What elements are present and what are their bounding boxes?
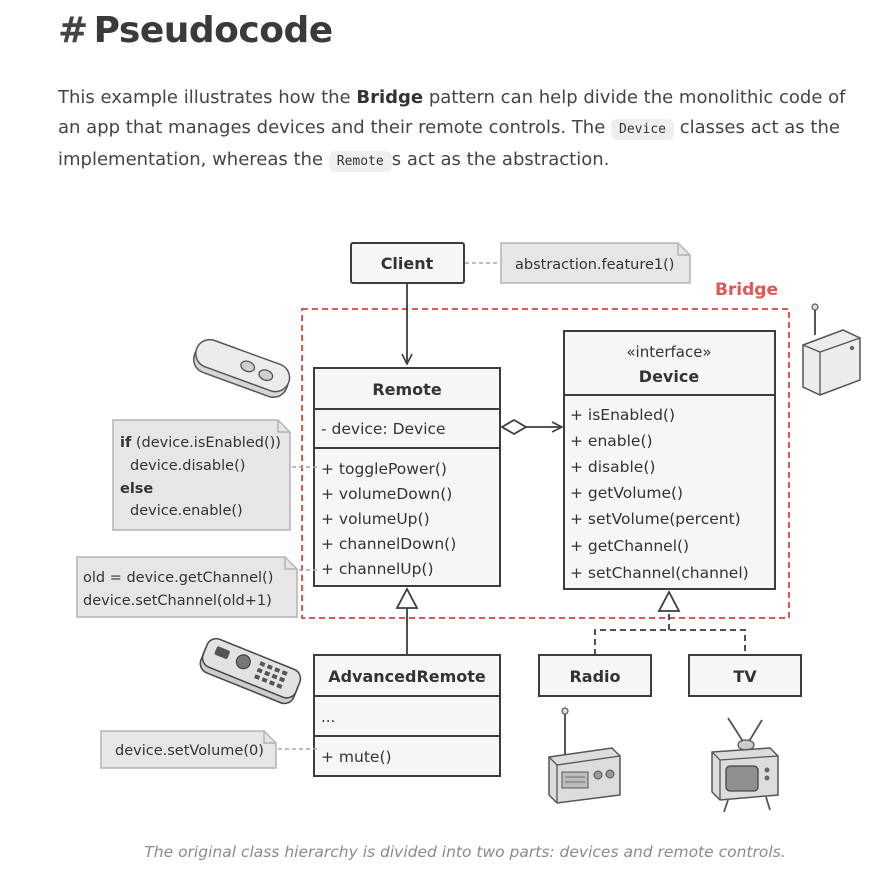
remote-method: + channelDown() bbox=[321, 535, 456, 553]
anchor-link[interactable]: # bbox=[58, 10, 88, 51]
keyword-if: if bbox=[120, 435, 132, 451]
bridge-label: Bridge bbox=[715, 280, 778, 300]
advanced-remote-title: AdvancedRemote bbox=[328, 667, 486, 686]
svg-text:if (device.isEnabled()): if (device.isEnabled()) bbox=[120, 435, 281, 451]
note-line: device.enable() bbox=[130, 503, 243, 519]
device-method: + setVolume(percent) bbox=[570, 510, 741, 528]
device-method: + disable() bbox=[570, 458, 655, 476]
device-method: + isEnabled() bbox=[570, 406, 675, 424]
client-class: Client bbox=[350, 242, 465, 284]
intro-text-1: This example illustrates how the bbox=[58, 87, 357, 108]
note-line: device.disable() bbox=[130, 458, 245, 474]
remote-method: + volumeUp() bbox=[321, 510, 430, 528]
intro-text-2: pattern can help divide the monolithic c… bbox=[58, 87, 846, 138]
advanced-remote-illustration bbox=[199, 637, 302, 705]
bridge-boundary bbox=[301, 308, 790, 619]
device-stereotype: «interface» bbox=[626, 343, 711, 361]
client-note-text: abstraction.feature1() bbox=[515, 257, 674, 273]
client-note: abstraction.feature1() bbox=[500, 242, 691, 284]
aggregation-connector bbox=[500, 418, 562, 436]
radio-class: Radio bbox=[538, 654, 652, 697]
tv-class: TV bbox=[688, 654, 802, 697]
realization-connector bbox=[594, 590, 746, 655]
intro-paragraph: This example illustrates how the Bridge … bbox=[58, 83, 868, 177]
tv-title: TV bbox=[733, 667, 757, 686]
device-box-illustration bbox=[802, 303, 861, 396]
inheritance-advanced-to-remote bbox=[395, 587, 419, 654]
note-line: device.setChannel(old+1) bbox=[83, 593, 272, 609]
channel-up-note: old = device.getChannel() device.setChan… bbox=[76, 556, 298, 618]
intro-text-4: s act as the abstraction. bbox=[391, 149, 610, 170]
toggle-power-note: if (device.isEnabled()) device.disable()… bbox=[112, 419, 291, 531]
simple-remote-illustration bbox=[192, 338, 291, 399]
note-line: old = device.getChannel() bbox=[83, 570, 273, 586]
remote-title: Remote bbox=[372, 380, 441, 399]
device-interface: «interface» Device + isEnabled() + enabl… bbox=[563, 330, 776, 590]
radio-illustration bbox=[548, 707, 621, 804]
device-method: + getChannel() bbox=[570, 537, 689, 555]
page-title-text: Pseudocode bbox=[93, 10, 333, 51]
remote-method: + channelUp() bbox=[321, 560, 434, 578]
set-volume-note: device.setVolume(0) bbox=[100, 730, 277, 769]
note-line: device.setVolume(0) bbox=[115, 743, 264, 759]
advanced-remote-method: + mute() bbox=[321, 748, 392, 766]
tv-illustration bbox=[711, 717, 779, 813]
device-title: Device bbox=[639, 367, 700, 386]
page-title: #Pseudocode bbox=[58, 10, 333, 51]
advanced-remote-class: AdvancedRemote ... + mute() bbox=[313, 654, 501, 777]
keyword-else: else bbox=[120, 481, 153, 497]
device-method: + enable() bbox=[570, 432, 653, 450]
remote-class: Remote - device: Device + togglePower() … bbox=[313, 367, 501, 587]
client-title: Client bbox=[381, 254, 434, 273]
remote-method: + volumeDown() bbox=[321, 485, 452, 503]
intro-bold-bridge: Bridge bbox=[356, 87, 424, 108]
intro-text-3: classes act as the implementation, where… bbox=[58, 117, 840, 170]
device-method: + setChannel(channel) bbox=[570, 564, 749, 582]
remote-field: - device: Device bbox=[321, 420, 446, 438]
radio-title: Radio bbox=[569, 667, 620, 686]
remote-method: + togglePower() bbox=[321, 460, 447, 478]
inline-code-device: Device bbox=[611, 119, 674, 140]
figure-caption: The original class hierarchy is divided … bbox=[144, 843, 786, 861]
inline-code-remote: Remote bbox=[328, 151, 392, 172]
advanced-remote-field: ... bbox=[321, 708, 335, 726]
if-condition: (device.isEnabled()) bbox=[131, 435, 281, 451]
device-method: + getVolume() bbox=[570, 484, 683, 502]
